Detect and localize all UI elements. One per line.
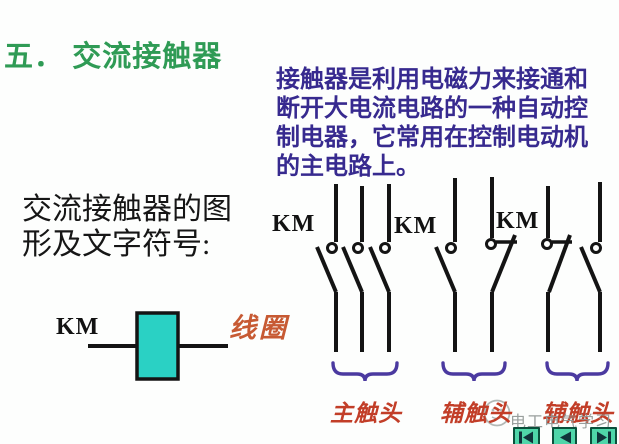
main-contact-pole-1 (315, 184, 338, 352)
intro-paragraph: 接触器是利用电磁力来接通和 断开大电流电路的一种自动控 制电器，它常用在控制电动… (276, 67, 588, 180)
brace-aux-contacts-2 (545, 361, 610, 382)
aux-contacts-2-name-label: 辅触头 (542, 401, 614, 426)
nav-first-button[interactable] (513, 427, 540, 444)
aux-contact-no-1 (434, 178, 457, 352)
aux-contacts-1-ref-label: KM (394, 213, 438, 239)
coil-name-label: 线圈 (229, 313, 289, 343)
skip-to-last-icon (597, 431, 611, 443)
brace-aux-contacts-1 (441, 361, 507, 382)
main-contact-pole-2 (341, 186, 364, 352)
watermark-text: 电工电气学习 (510, 414, 613, 431)
symbol-caption: 交流接触器的图 形及文字符号: (22, 193, 232, 261)
aux-contact-no-2 (579, 182, 602, 352)
aux-contact-nc-1 (485, 177, 517, 352)
skip-to-first-icon (519, 431, 533, 443)
slide-title: 五． 交流接触器 (4, 41, 223, 73)
brace-main-contacts (331, 361, 399, 382)
coil-symbol (88, 311, 228, 381)
nav-previous-button[interactable] (552, 427, 577, 444)
previous-icon (559, 431, 571, 443)
aux-contact-nc-2 (541, 186, 572, 352)
coil-ref-label: KM (56, 314, 100, 340)
watermark-logo-icon (483, 399, 511, 427)
aux-contacts-1-name-label: 辅触头 (440, 401, 512, 426)
nav-last-button[interactable] (590, 427, 617, 444)
aux-contacts-2-ref-label: KM (496, 208, 540, 234)
main-contacts-name-label: 主触头 (330, 401, 402, 426)
main-contacts-ref-label: KM (272, 211, 316, 237)
main-contact-pole-3 (368, 184, 391, 352)
